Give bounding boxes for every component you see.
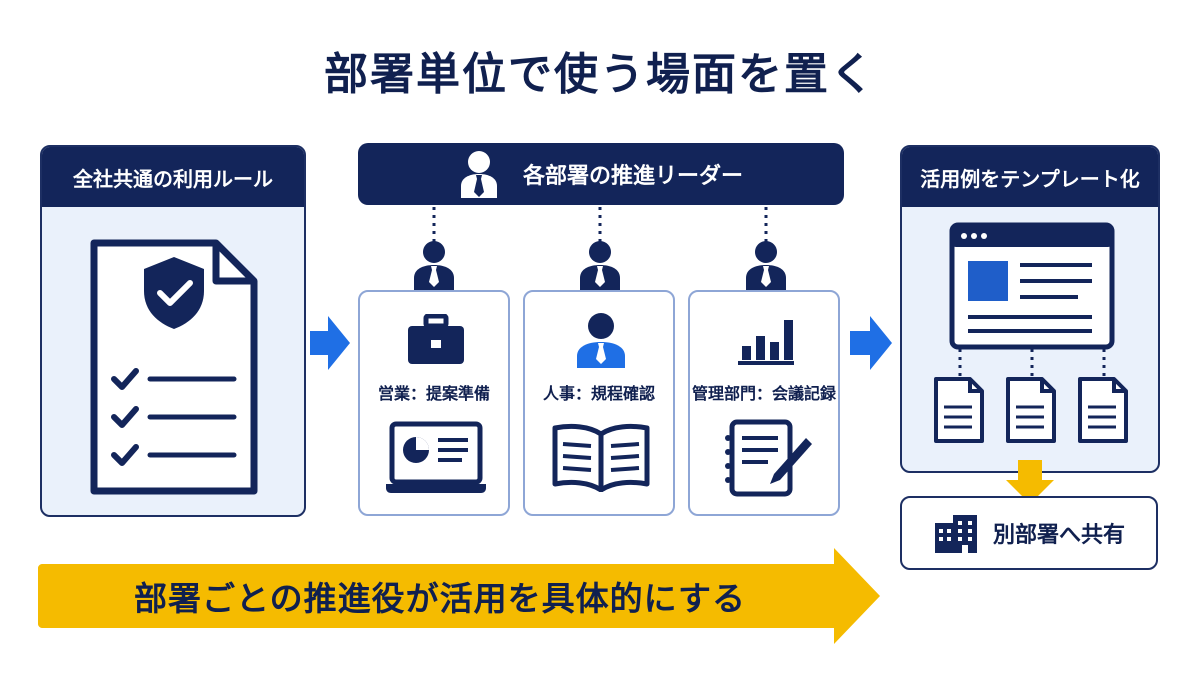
- flow-arrow-icon: [850, 316, 892, 370]
- page-title: 部署単位で使う場面を置く: [324, 49, 876, 100]
- laptop-presentation-icon: [386, 421, 486, 493]
- briefcase-icon: [408, 314, 464, 364]
- dept-label-hr: 人事：規程確認: [542, 384, 655, 403]
- leader-person-icon: [460, 151, 497, 198]
- company-rules-title: 全社共通の利用ルール: [42, 147, 304, 207]
- dept-label-admin: 管理部門：会議記録: [691, 384, 836, 403]
- leaders-header: 各部署の推進リーダー: [358, 143, 844, 205]
- dept-card-hr: 人事：規程確認: [523, 290, 675, 516]
- person-icon: [577, 313, 625, 368]
- company-rules-panel: 全社共通の利用ルール: [40, 145, 306, 517]
- banner-arrow-shape: [38, 548, 880, 644]
- sales-leader-icon: [414, 241, 454, 290]
- banner-text: 部署ごとの推進役が活用を具体的にする: [134, 579, 746, 618]
- bar-chart-icon: [738, 320, 794, 365]
- template-panel-title: 活用例をテンプレート化: [902, 147, 1158, 207]
- rules-document-icon: [90, 239, 258, 495]
- template-panel: 活用例をテンプレート化: [900, 145, 1160, 473]
- admin-leader-icon: [746, 241, 786, 290]
- dept-label-sales: 営業：提案準備: [377, 384, 490, 403]
- notepad-pen-icon: [725, 419, 812, 497]
- leaders-title: 各部署の推進リーダー: [522, 164, 743, 189]
- building-icon: [934, 515, 977, 553]
- dept-card-sales: 営業：提案準備: [358, 290, 510, 516]
- leader-connectors: [432, 207, 768, 243]
- open-book-icon: [552, 423, 650, 492]
- down-arrow-icon: [1006, 460, 1054, 504]
- hr-leader-icon: [580, 241, 620, 290]
- share-box: 別部署へ共有: [900, 496, 1158, 570]
- template-window-icon: [934, 222, 1128, 443]
- dept-card-admin: 管理部門：会議記録: [688, 290, 840, 516]
- flow-arrow-icon: [310, 316, 350, 370]
- share-label: 別部署へ共有: [992, 523, 1125, 548]
